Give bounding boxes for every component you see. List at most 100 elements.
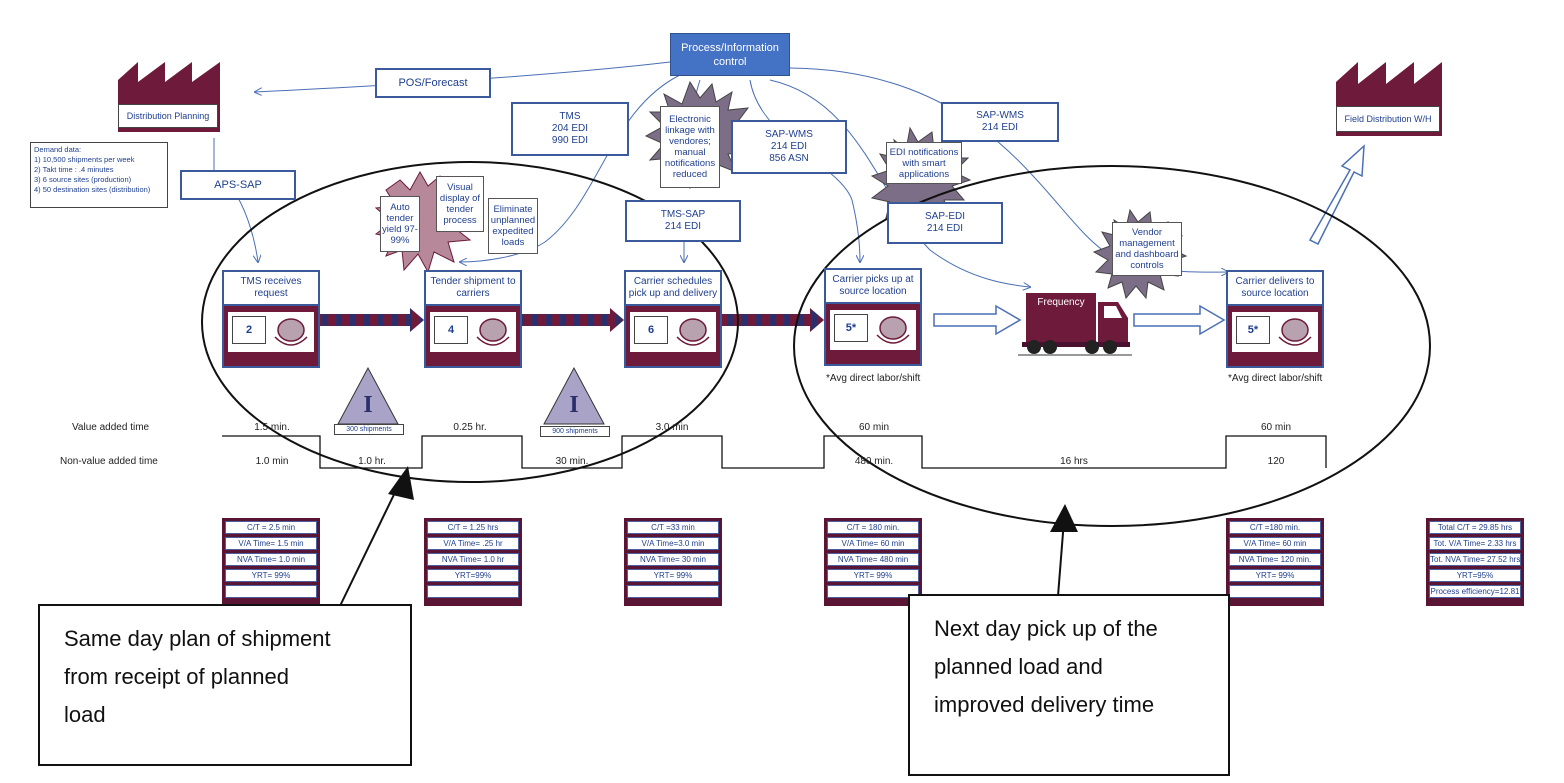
nva-time: 480 min. xyxy=(854,456,894,467)
truck-frequency-label: Frequency xyxy=(1037,297,1085,308)
operator-icon xyxy=(274,318,308,346)
data-row: Tot. V/A Time= 2.33 hrs xyxy=(1429,537,1521,550)
data-row: NVA Time= 120 min. xyxy=(1229,553,1321,566)
timeline-line xyxy=(222,435,1327,469)
demand-line: 3) 6 source sites (production) xyxy=(34,175,132,184)
data-row xyxy=(1229,585,1321,598)
process-operators: 5* xyxy=(1236,316,1270,344)
data-box-4: C/T = 180 min. V/A Time= 60 min NVA Time… xyxy=(824,518,922,606)
process-operators: 6 xyxy=(634,316,668,344)
data-row: C/T =180 min. xyxy=(1229,521,1321,534)
data-row: C/T = 2.5 min xyxy=(225,521,317,534)
inventory-symbol: I xyxy=(569,392,579,418)
data-box-totals: Total C/T = 29.85 hrs Tot. V/A Time= 2.3… xyxy=(1426,518,1524,606)
data-row: Tot. NVA Time= 27.52 hrs xyxy=(1429,553,1521,566)
callout-left: Same day plan of shipment from receipt o… xyxy=(38,604,412,766)
process-box-tms-receives: TMS receives request 2 xyxy=(222,270,320,368)
focus-ellipse-right xyxy=(793,165,1431,527)
tms-edi-box: TMS 204 EDI 990 EDI xyxy=(511,102,629,156)
callout-line: from receipt of planned xyxy=(64,664,290,689)
value-added-label: Value added time xyxy=(72,422,150,433)
demand-title: Demand data: xyxy=(34,145,82,154)
tms-sap-box: TMS-SAP 214 EDI xyxy=(625,200,741,242)
data-row: NVA Time= 1.0 min xyxy=(225,553,317,566)
push-arrow-2 xyxy=(522,308,624,332)
va-time: 60 min xyxy=(858,422,889,433)
avg-labor-note: *Avg direct labor/shift xyxy=(1228,373,1323,384)
callout-line: planned load and xyxy=(934,654,1103,679)
data-row: Total C/T = 29.85 hrs xyxy=(1429,521,1521,534)
data-row xyxy=(225,585,317,598)
control-line2: control xyxy=(713,55,747,68)
truck-icon xyxy=(1018,293,1132,356)
data-row: C/T = 1.25 hrs xyxy=(427,521,519,534)
process-box-tender-shipment: Tender shipment to carriers 4 xyxy=(424,270,522,368)
data-row: C/T =33 min xyxy=(627,521,719,534)
process-title: Carrier picks up at source location xyxy=(826,270,920,304)
data-row: V/A Time= .25 hr xyxy=(427,537,519,550)
avg-labor-note: *Avg direct labor/shift xyxy=(826,373,921,384)
process-operators: 5* xyxy=(834,314,868,342)
data-row: YRT= 99% xyxy=(1229,569,1321,582)
data-row: YRT= 99% xyxy=(627,569,719,582)
push-arrow-1 xyxy=(320,308,424,332)
inventory-symbol: I xyxy=(363,392,373,418)
inventory-label: 900 shipments xyxy=(540,426,610,437)
process-operators: 4 xyxy=(434,316,468,344)
data-row: YRT= 99% xyxy=(827,569,919,582)
electronic-linkage-note: Electronic linkage with vendores; manual… xyxy=(660,106,720,188)
data-box-5: C/T =180 min. V/A Time= 60 min NVA Time=… xyxy=(1226,518,1324,606)
data-row: NVA Time= 1.0 hr xyxy=(427,553,519,566)
sap-edi-box: SAP-EDI 214 EDI xyxy=(887,202,1003,244)
operator-icon xyxy=(676,318,710,346)
callout-line: improved delivery time xyxy=(934,692,1155,717)
visual-display-note: Visual display of tender process xyxy=(436,176,484,232)
process-title: Carrier schedules pick up and delivery xyxy=(626,272,720,306)
callout-right: Next day pick up of the planned load and… xyxy=(908,594,1230,776)
ship-arrow-1 xyxy=(933,304,1022,336)
data-row: V/A Time= 60 min xyxy=(827,537,919,550)
va-time: 0.25 hr. xyxy=(453,422,487,433)
data-box-1: C/T = 2.5 min V/A Time= 1.5 min NVA Time… xyxy=(222,518,320,606)
callout-arrowhead-right xyxy=(1050,504,1078,532)
control-line1: Process/Information xyxy=(681,41,779,54)
callout-line: Next day pick up of the xyxy=(934,616,1158,641)
va-time: 60 min xyxy=(1260,422,1291,433)
process-title: Tender shipment to carriers xyxy=(426,272,520,306)
sap-wms-right-box: SAP-WMS 214 EDI xyxy=(941,102,1059,142)
va-time: 1.5 min. xyxy=(254,422,290,433)
pos-forecast-box: POS/Forecast xyxy=(375,68,491,98)
eliminate-note: Eliminate unplanned expedited loads xyxy=(488,198,538,254)
aps-sap-box: APS-SAP xyxy=(180,170,296,200)
ship-arrow-up xyxy=(1308,144,1365,246)
process-operators: 2 xyxy=(232,316,266,344)
data-row xyxy=(827,585,919,598)
operator-icon xyxy=(876,316,910,344)
demand-line: 1) 10,500 shipments per week xyxy=(34,155,135,164)
field-distribution-label: Field Distribution W/H xyxy=(1336,106,1440,132)
callout-arrowhead-left xyxy=(388,466,414,500)
data-row xyxy=(427,585,519,598)
process-title: TMS receives request xyxy=(224,272,318,306)
data-row: YRT=99% xyxy=(427,569,519,582)
process-box-carrier-picks-up: Carrier picks up at source location 5* xyxy=(824,268,922,366)
data-row: Process efficiency=12.81 xyxy=(1429,585,1521,598)
nva-time: 1.0 hr. xyxy=(358,456,386,467)
data-row: V/A Time=3.0 min xyxy=(627,537,719,550)
data-row xyxy=(627,585,719,598)
inventory-label: 300 shipments xyxy=(334,424,404,435)
edi-notifications-note: EDI notifications with smart application… xyxy=(886,142,962,184)
nva-time: 30 min. xyxy=(555,456,589,467)
vendor-management-note: Vendor management and dashboard controls xyxy=(1112,222,1182,276)
focus-ellipse-left xyxy=(201,161,739,483)
data-row: V/A Time= 60 min xyxy=(1229,537,1321,550)
callout-line: Same day plan of shipment xyxy=(64,626,331,651)
nva-time: 1.0 min xyxy=(255,456,289,467)
nva-time: 16 hrs xyxy=(1060,456,1088,467)
non-value-added-label: Non-value added time xyxy=(60,456,158,467)
data-box-3: C/T =33 min V/A Time=3.0 min NVA Time= 3… xyxy=(624,518,722,606)
process-box-carrier-schedules: Carrier schedules pick up and delivery 6 xyxy=(624,270,722,368)
process-title: Carrier delivers to source location xyxy=(1228,272,1322,306)
control-box: Process/Information control xyxy=(670,33,790,76)
